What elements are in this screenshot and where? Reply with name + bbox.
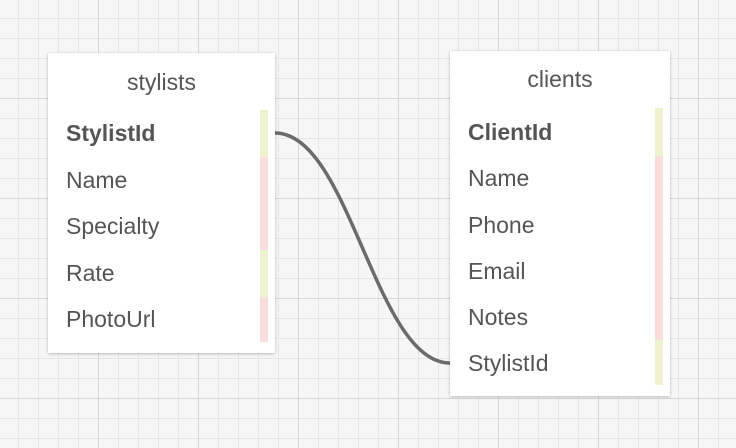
field-name[interactable]: Name bbox=[468, 165, 530, 191]
field-name[interactable]: Name bbox=[66, 167, 128, 193]
field-stylistid[interactable]: StylistId bbox=[66, 120, 156, 146]
field-email[interactable]: Email bbox=[468, 258, 526, 284]
field-specialty[interactable]: Specialty bbox=[66, 213, 160, 239]
table-title: stylists bbox=[127, 69, 196, 95]
key-stripe bbox=[260, 250, 268, 297]
field-stripe bbox=[260, 297, 268, 342]
field-stylistid[interactable]: StylistId bbox=[468, 350, 549, 376]
table-title: clients bbox=[527, 66, 593, 92]
key-stripe bbox=[260, 110, 268, 157]
relationship-line[interactable] bbox=[273, 131, 452, 365]
field-notes[interactable]: Notes bbox=[468, 304, 529, 330]
stylists-table[interactable]: stylists StylistId Name Specialty Rate P… bbox=[48, 53, 275, 353]
field-clientid[interactable]: ClientId bbox=[468, 119, 553, 145]
field-stripe bbox=[655, 156, 663, 340]
field-photourl[interactable]: PhotoUrl bbox=[66, 306, 156, 332]
key-stripe bbox=[655, 108, 663, 156]
clients-table[interactable]: clients ClientId Name Phone Email Notes … bbox=[450, 51, 670, 396]
field-phone[interactable]: Phone bbox=[468, 212, 535, 238]
field-rate[interactable]: Rate bbox=[66, 260, 115, 286]
key-stripe bbox=[655, 340, 663, 385]
field-stripe bbox=[260, 157, 268, 250]
